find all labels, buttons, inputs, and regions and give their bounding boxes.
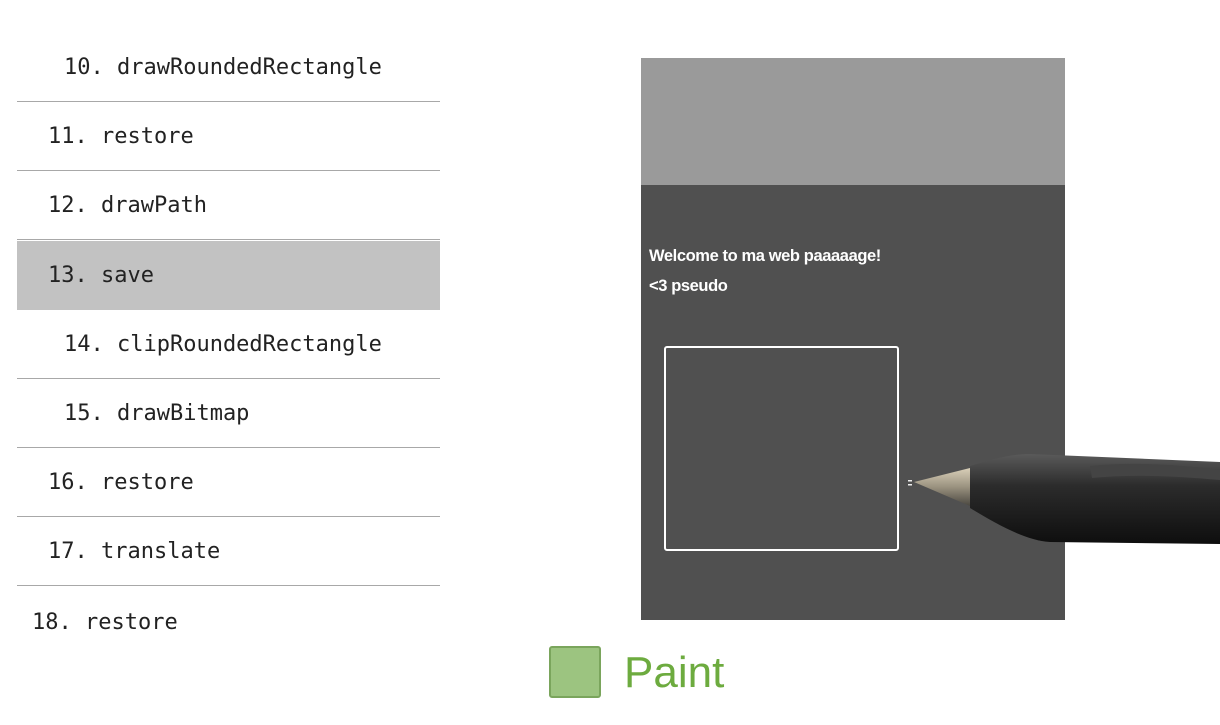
- operation-label: 13. save: [48, 263, 154, 288]
- operation-item: 10. drawRoundedRectangle: [17, 34, 440, 102]
- welcome-text: Welcome to ma web paaaaage!: [649, 247, 881, 265]
- operation-item: 15. drawBitmap: [17, 380, 440, 448]
- rendered-screen: Welcome to ma web paaaaage! <3 pseudo: [641, 58, 1065, 620]
- operation-item: 14. clipRoundedRectangle: [17, 311, 440, 379]
- stylus-pen-icon: [908, 454, 1220, 544]
- rounded-rectangle-box: [664, 346, 899, 551]
- signature-text: <3 pseudo: [649, 277, 728, 295]
- operation-label: 12. drawPath: [48, 193, 207, 218]
- operation-label: 11. restore: [48, 124, 194, 149]
- operation-label: 16. restore: [48, 470, 194, 495]
- operation-label: 15. drawBitmap: [64, 401, 250, 426]
- paint-legend-label: Paint: [624, 648, 725, 697]
- operation-item: 12. drawPath: [17, 172, 440, 240]
- operation-label: 10. drawRoundedRectangle: [64, 55, 382, 80]
- paint-operation-list: 10. drawRoundedRectangle 11. restore 12.…: [0, 0, 445, 660]
- paint-legend-swatch: [549, 646, 601, 698]
- operation-item: 17. translate: [17, 518, 440, 586]
- screen-header-block: [641, 58, 1065, 185]
- operation-item: 16. restore: [17, 449, 440, 517]
- operation-item: 18. restore: [17, 588, 440, 656]
- operation-item: 11. restore: [17, 103, 440, 171]
- operation-label: 18. restore: [32, 609, 178, 635]
- operation-label: 17. translate: [48, 539, 221, 564]
- operation-label: 14. clipRoundedRectangle: [64, 332, 382, 357]
- operation-item-highlighted: 13. save: [17, 241, 440, 310]
